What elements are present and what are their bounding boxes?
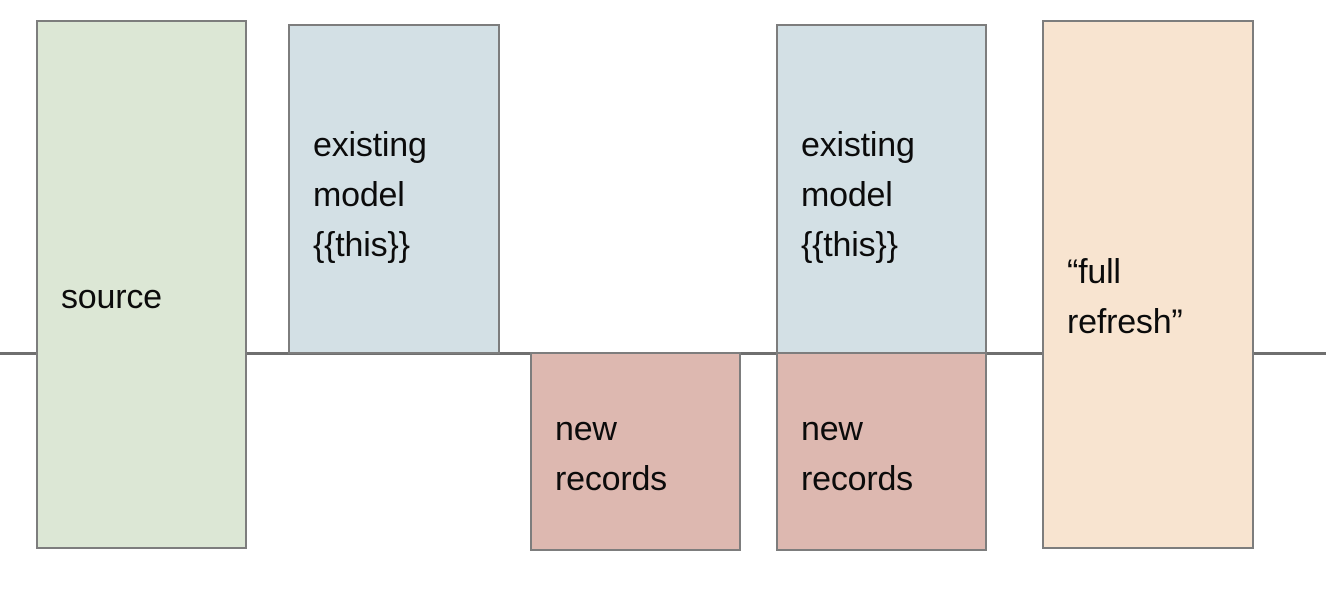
block-new-records-2-label: new records <box>801 410 913 498</box>
block-existing-model-1-label: existing model {{this}} <box>313 126 427 264</box>
block-full-refresh[interactable]: “full refresh” <box>1042 20 1254 549</box>
block-existing-model-2-label: existing model {{this}} <box>801 126 915 264</box>
block-full-refresh-label: “full refresh” <box>1067 253 1183 341</box>
block-existing-model-2[interactable]: existing model {{this}} <box>776 24 987 354</box>
block-new-records-1-label: new records <box>555 410 667 498</box>
block-new-records-1[interactable]: new records <box>530 352 741 551</box>
block-source[interactable]: source <box>36 20 247 549</box>
block-existing-model-1[interactable]: existing model {{this}} <box>288 24 500 354</box>
block-source-label: source <box>61 278 162 316</box>
block-new-records-2[interactable]: new records <box>776 352 987 551</box>
